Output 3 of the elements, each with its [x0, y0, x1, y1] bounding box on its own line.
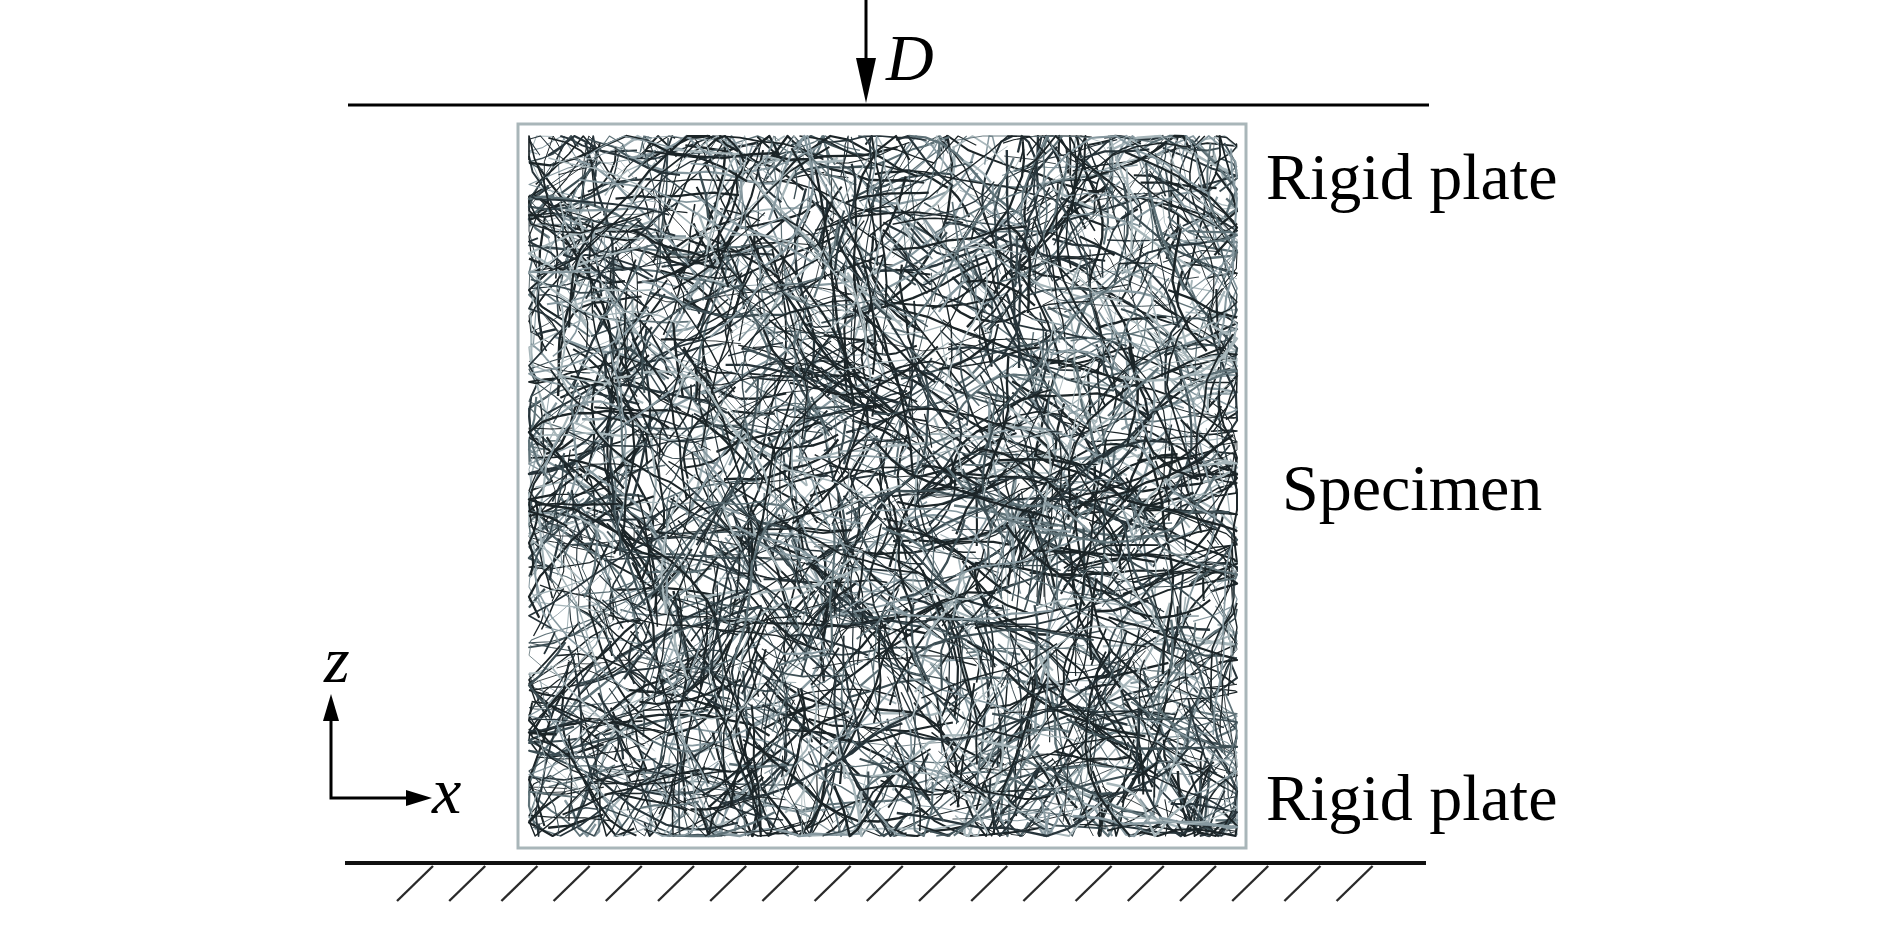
axis-label: z — [324, 627, 350, 693]
axis-label: x — [432, 758, 462, 824]
load-label: D — [886, 25, 934, 91]
